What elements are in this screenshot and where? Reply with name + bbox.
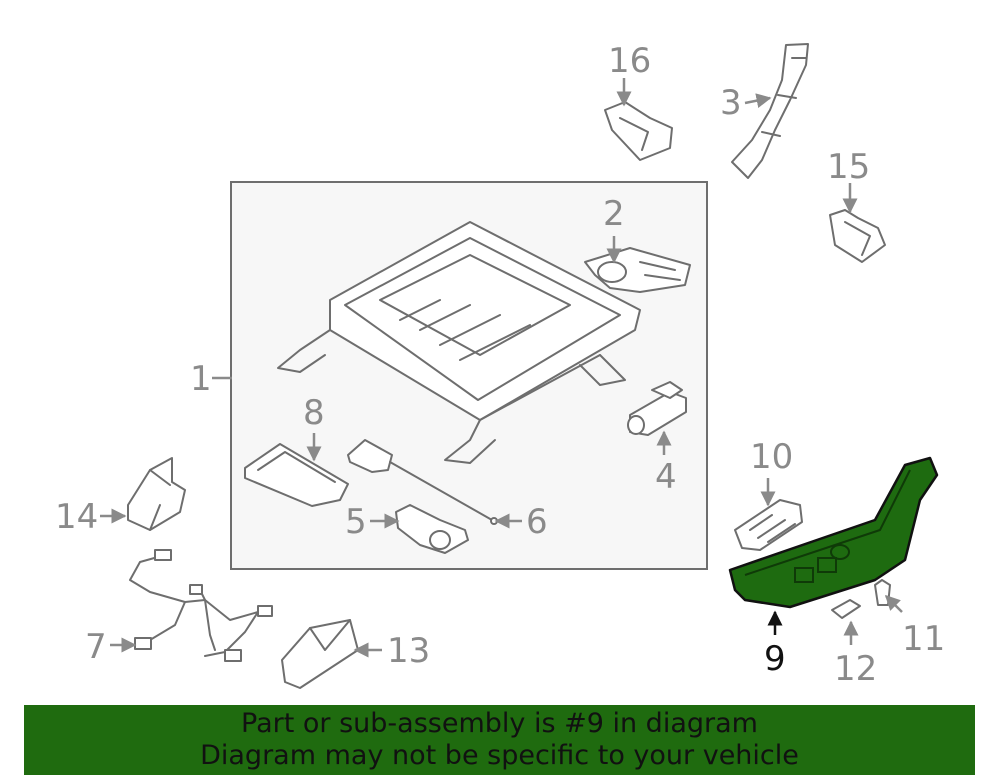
- callout-12: 12: [834, 649, 877, 689]
- banner-line-2: Diagram may not be specific to your vehi…: [200, 740, 799, 771]
- banner-line-1: Part or sub-assembly is #9 in diagram: [241, 708, 758, 739]
- callout-13: 13: [387, 631, 430, 671]
- callout-8: 8: [303, 393, 325, 433]
- cable-part: [347, 439, 498, 525]
- motor-part: [627, 381, 687, 436]
- leader-lines: [100, 78, 903, 658]
- bracket-part-14: [127, 457, 186, 531]
- callout-6: 6: [526, 502, 548, 542]
- switch-bezel-part: [734, 499, 803, 551]
- bracket-part-15: [829, 209, 886, 263]
- callout-14: 14: [55, 497, 98, 537]
- callout-5: 5: [345, 502, 367, 542]
- trim-strip-part: [731, 43, 809, 179]
- callout-2: 2: [603, 194, 625, 234]
- callout-10: 10: [750, 437, 793, 477]
- control-module-part: [244, 443, 349, 507]
- callout-3: 3: [720, 83, 742, 123]
- callout-11: 11: [902, 619, 945, 659]
- knob-part-11: [874, 579, 891, 606]
- callout-7: 7: [85, 627, 107, 667]
- callout-4: 4: [655, 457, 677, 497]
- part-notice-banner: Part or sub-assembly is #9 in diagram Di…: [24, 705, 975, 775]
- wiring-harness-part: [129, 549, 273, 662]
- parts-diagram: 1 2 3 4 5 6 7 8 9 10 11 12 13 14 15 16: [55, 41, 945, 689]
- callout-1: 1: [190, 359, 212, 399]
- callout-16: 16: [608, 41, 651, 81]
- cover-part-13: [281, 619, 359, 689]
- seat-frame-part: [277, 221, 641, 464]
- knob-part-12: [831, 599, 861, 619]
- switch-cover-part-highlighted: [728, 456, 939, 609]
- callout-9: 9: [764, 639, 786, 679]
- motor-part-small: [395, 504, 469, 554]
- bracket-part-16: [604, 101, 673, 161]
- callout-15: 15: [827, 147, 870, 187]
